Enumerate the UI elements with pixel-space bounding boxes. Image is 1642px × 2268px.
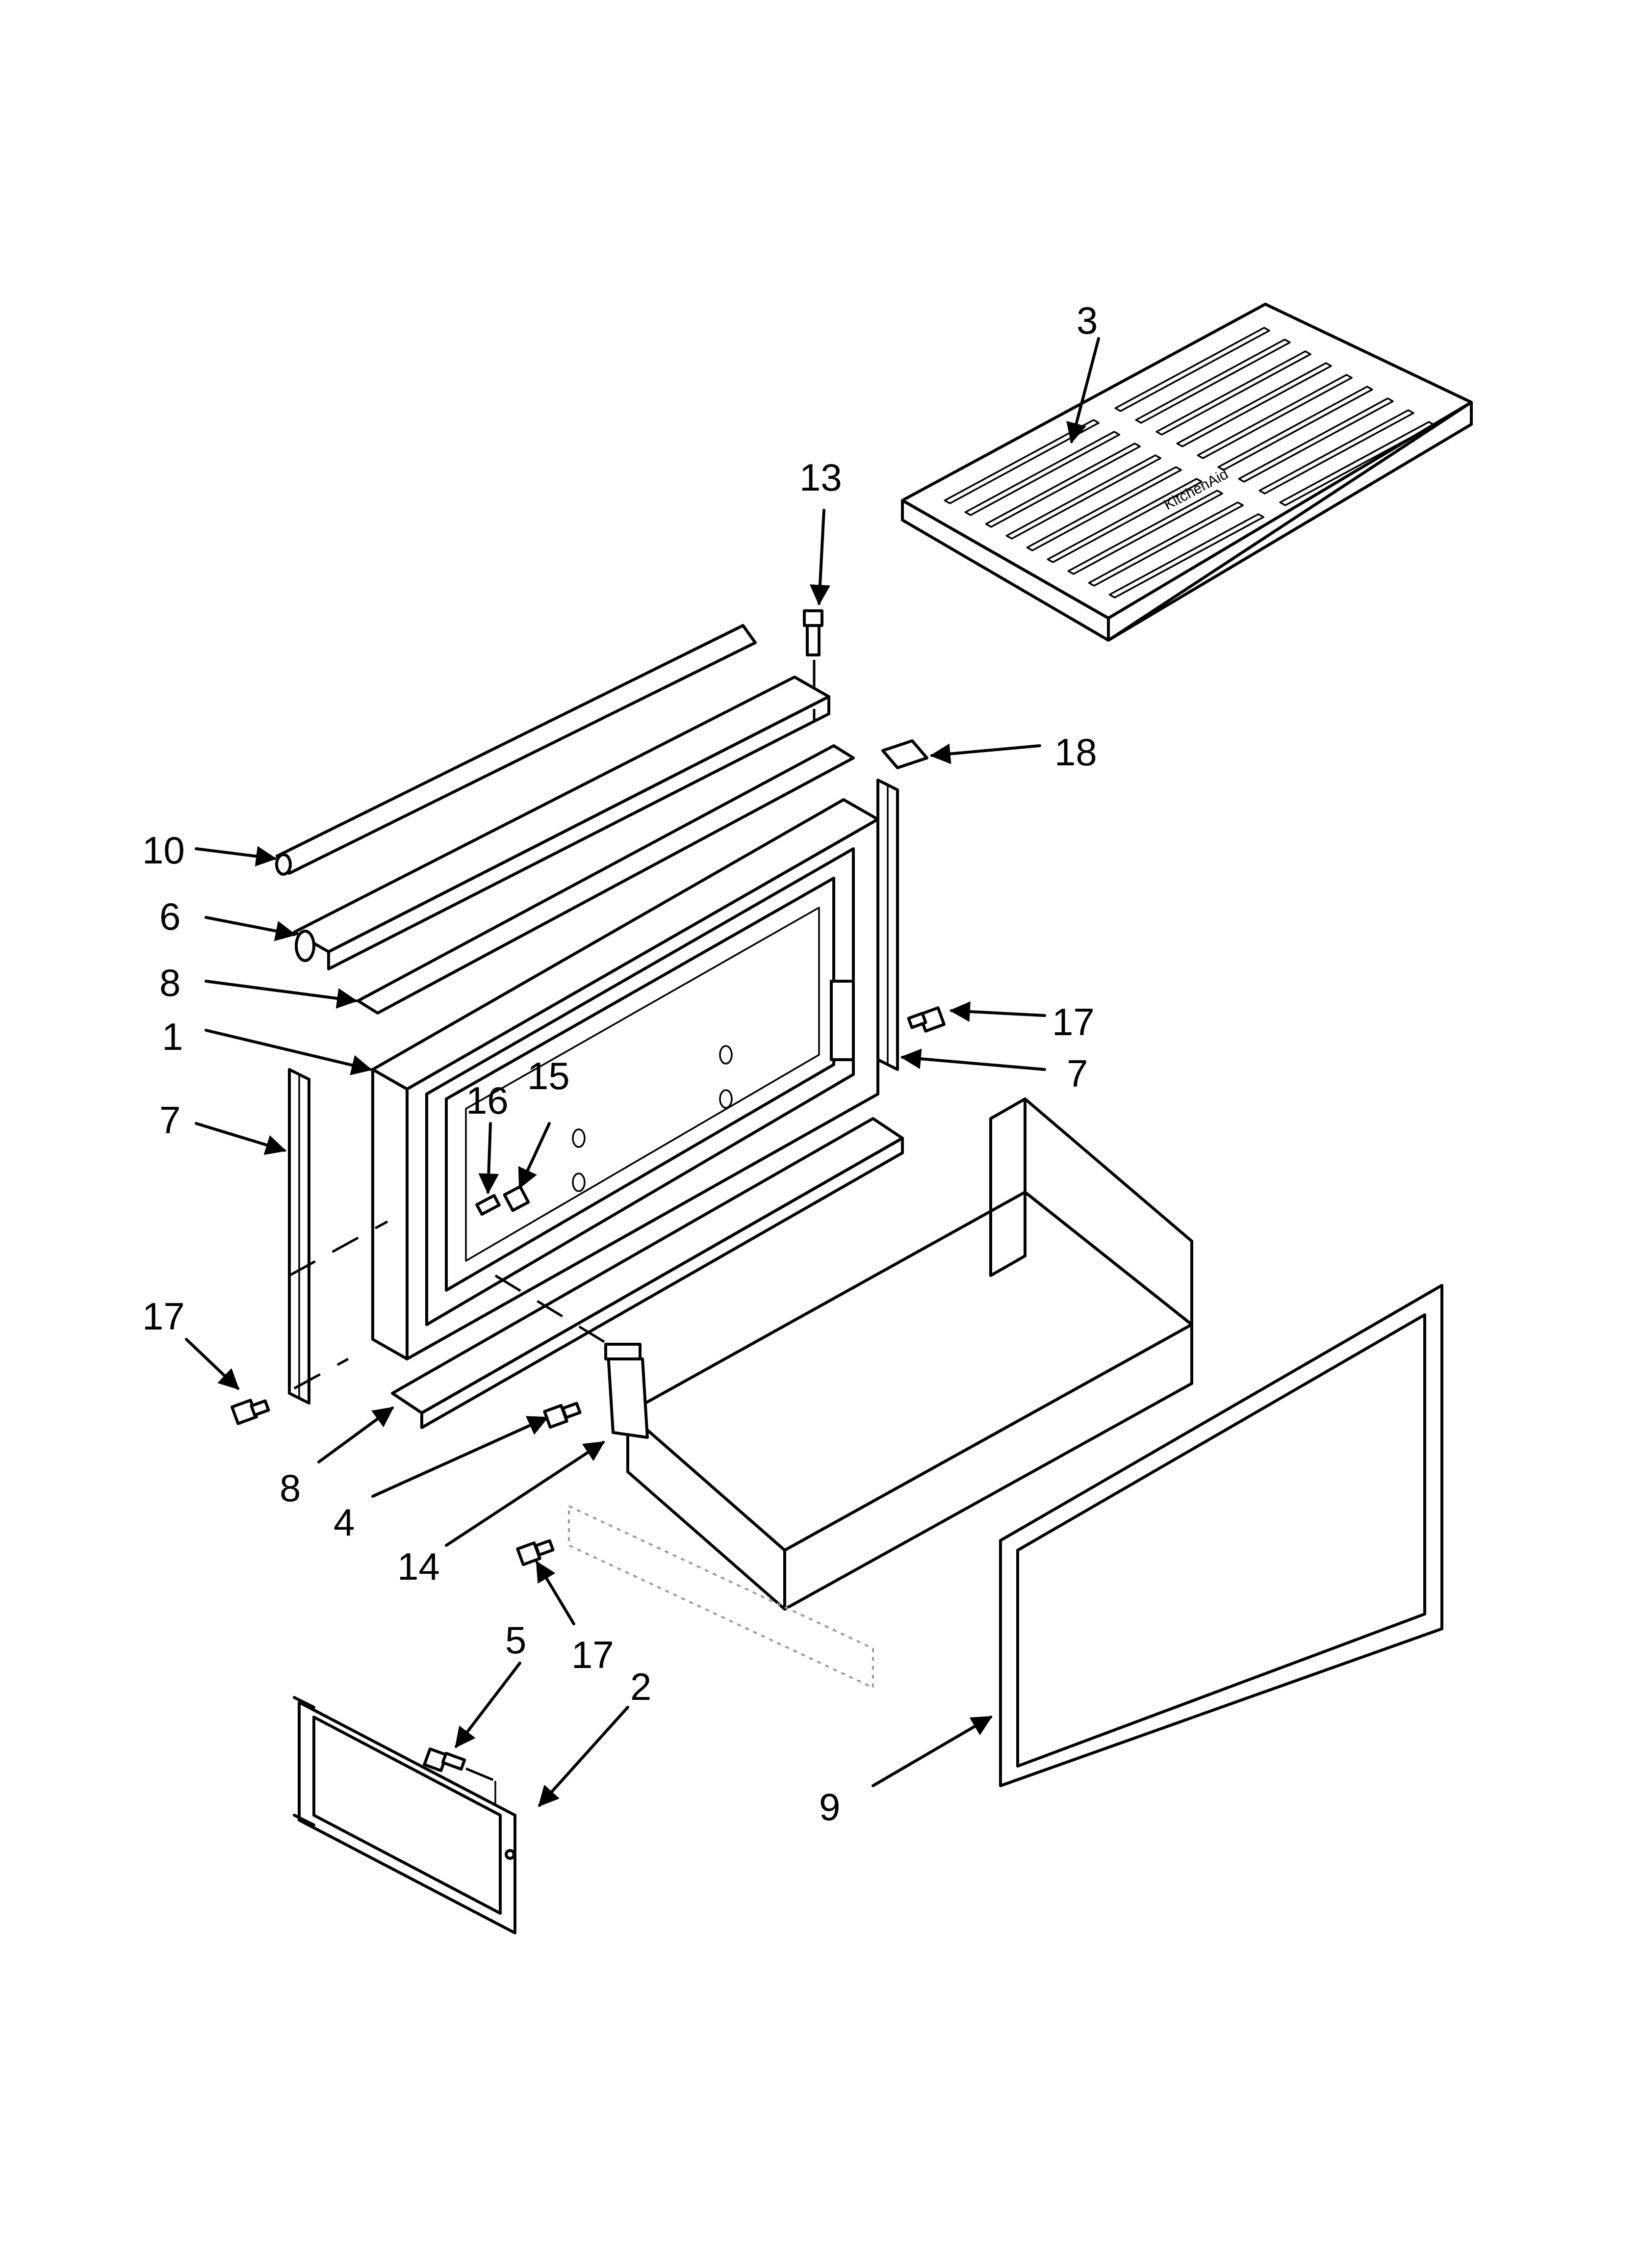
part-7-right-strip xyxy=(876,779,899,1071)
callout-5: 5 xyxy=(505,1618,526,1662)
drawer-basket xyxy=(494,1097,1193,1690)
callout-4: 4 xyxy=(334,1501,355,1544)
tray-slot xyxy=(1176,362,1332,447)
callout-18: 18 xyxy=(1054,730,1097,774)
part-5-screw xyxy=(423,1747,496,1850)
callout-7-left: 7 xyxy=(159,1098,180,1142)
callout-8-bottom: 8 xyxy=(280,1466,301,1510)
callout-1: 1 xyxy=(162,1015,183,1058)
part-15-nut xyxy=(503,1185,530,1212)
callout-14: 14 xyxy=(397,1545,440,1588)
part-4-screw xyxy=(543,1402,582,1429)
tray-slot xyxy=(1217,386,1373,471)
tray-slot xyxy=(1026,466,1182,551)
part-17-screw-bottom xyxy=(516,1539,555,1566)
callout-3: 3 xyxy=(1077,299,1098,342)
part-17-screw-right xyxy=(907,1006,946,1033)
tray-slot xyxy=(1108,513,1265,599)
callout-17-bottom: 17 xyxy=(571,1633,614,1676)
part-1-door-frame xyxy=(371,798,879,1360)
part-9-gasket xyxy=(999,1284,1443,1787)
tray-slot xyxy=(1114,327,1270,412)
tray-slot xyxy=(944,419,1100,504)
callout-labels: 3 13 18 10 6 8 1 17 7 15 16 7 17 8 4 14 … xyxy=(142,299,1098,1828)
tray-slot xyxy=(1238,397,1394,483)
part-3-tray: KitchenAid xyxy=(901,303,1473,642)
tray-slot xyxy=(1047,478,1203,563)
callout-13: 13 xyxy=(799,456,842,499)
leader-lines xyxy=(185,337,1100,1807)
callout-6: 6 xyxy=(159,895,180,938)
callout-9: 9 xyxy=(819,1785,840,1828)
callout-2: 2 xyxy=(630,1665,651,1708)
part-6-trim xyxy=(293,676,830,970)
callout-16: 16 xyxy=(466,1079,509,1122)
tray-slot xyxy=(1088,501,1244,587)
tray-slot xyxy=(1005,454,1162,540)
tray-slot xyxy=(1258,409,1414,495)
tray-slot xyxy=(1135,339,1291,424)
tray-slot xyxy=(964,431,1121,516)
tray-slot xyxy=(1279,421,1435,506)
part-8-bottom-strip xyxy=(391,1117,904,1429)
tray-slot xyxy=(1067,490,1224,575)
callout-8-top: 8 xyxy=(159,961,180,1004)
part-7-left-strip xyxy=(288,1068,388,1405)
part-13-screw xyxy=(803,609,823,721)
tray-slot xyxy=(1155,350,1311,436)
callout-10: 10 xyxy=(142,829,185,872)
callout-17-left: 17 xyxy=(142,1295,185,1338)
tray-slot xyxy=(985,443,1141,528)
part-2-panel xyxy=(293,1696,516,1934)
callout-15: 15 xyxy=(527,1054,570,1097)
part-16-stud xyxy=(475,1194,501,1216)
tray-slot xyxy=(1197,374,1353,459)
part-18-clip xyxy=(881,739,928,769)
part-10-tube xyxy=(275,624,757,876)
part-17-screw-left xyxy=(231,1399,270,1425)
callout-7-right: 7 xyxy=(1067,1052,1088,1095)
callout-17-right: 17 xyxy=(1052,1000,1095,1043)
part-8-top-strip xyxy=(357,744,855,1015)
